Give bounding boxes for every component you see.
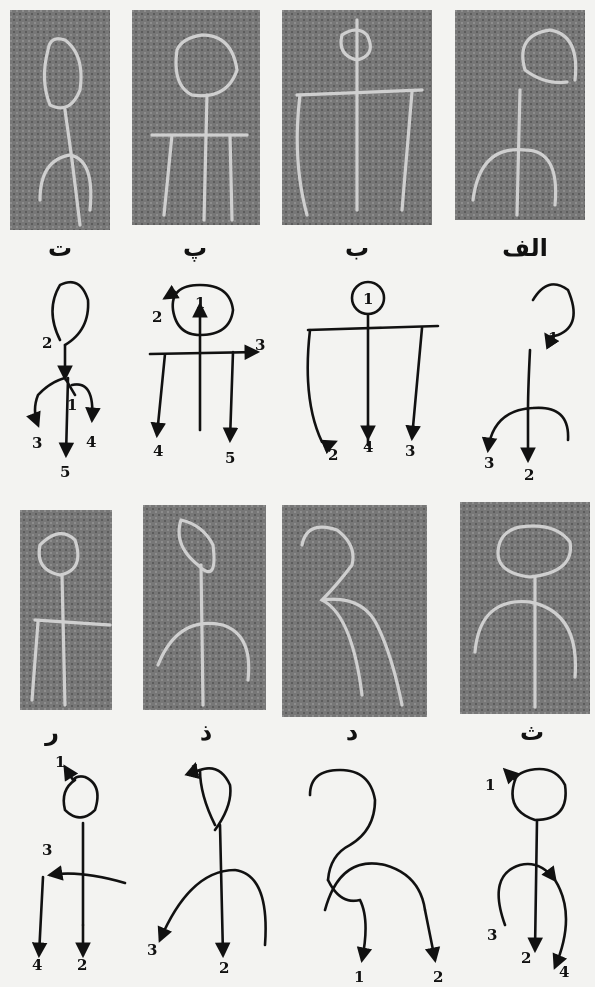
num-ta-4: 4 [86, 433, 96, 451]
diagram-pe: 1 2 3 4 5 [145, 280, 270, 470]
photo-ta [10, 10, 110, 230]
num-zal-3: 3 [147, 941, 157, 959]
num-be-1: 1 [363, 290, 373, 308]
num-pe-2: 2 [152, 308, 162, 326]
photo-pe [132, 10, 260, 225]
photo-alef [455, 10, 585, 220]
photo-dal [282, 505, 427, 717]
photo-se [460, 502, 590, 714]
num-pe-1: 1 [195, 294, 205, 312]
label-ta: ت [20, 234, 100, 262]
label-re: ر [22, 718, 82, 746]
num-pe-5: 5 [225, 449, 235, 467]
num-se-1: 1 [485, 776, 495, 794]
num-alef-1: 1 [548, 329, 558, 347]
label-zal: ذ [176, 718, 236, 746]
num-alef-3: 3 [484, 454, 494, 472]
photo-zal [143, 505, 266, 710]
label-dal: د [322, 718, 382, 746]
diagram-re: 1 3 4 2 [25, 755, 135, 975]
label-alef: الف [480, 234, 570, 262]
num-ta-1: 1 [67, 396, 77, 414]
num-zal-1: 1 [190, 761, 200, 779]
num-dal-1: 1 [354, 968, 364, 986]
diagram-se: 1 3 2 4 [475, 755, 590, 980]
num-se-2: 2 [521, 949, 531, 967]
diagram-ta: 2 1 3 5 4 [20, 270, 115, 485]
label-pe: پ [155, 234, 235, 262]
num-re-3: 3 [42, 841, 52, 859]
num-ta-2: 2 [42, 334, 52, 352]
diagram-be: 1 2 4 3 [300, 280, 445, 465]
num-dal-2: 2 [433, 968, 443, 986]
diagram-alef: 1 3 2 [478, 270, 588, 485]
diagram-dal: 1 2 [300, 760, 450, 985]
num-be-4: 4 [363, 438, 373, 456]
num-ta-5: 5 [60, 463, 70, 481]
num-re-1: 1 [55, 753, 65, 771]
photo-re [20, 510, 112, 710]
num-be-2: 2 [328, 446, 338, 464]
num-pe-3: 3 [255, 336, 265, 354]
num-alef-2: 2 [524, 466, 534, 484]
num-zal-2: 2 [219, 959, 229, 977]
num-se-3: 3 [487, 926, 497, 944]
num-re-4: 4 [32, 956, 42, 974]
photo-be [282, 10, 432, 225]
num-re-2: 2 [77, 956, 87, 974]
num-se-4: 4 [559, 963, 569, 981]
diagram-zal: 1 3 2 [145, 755, 275, 980]
label-be: ب [317, 234, 397, 262]
num-be-3: 3 [405, 442, 415, 460]
label-se: ث [502, 718, 562, 746]
num-ta-3: 3 [32, 434, 42, 452]
num-pe-4: 4 [153, 442, 163, 460]
